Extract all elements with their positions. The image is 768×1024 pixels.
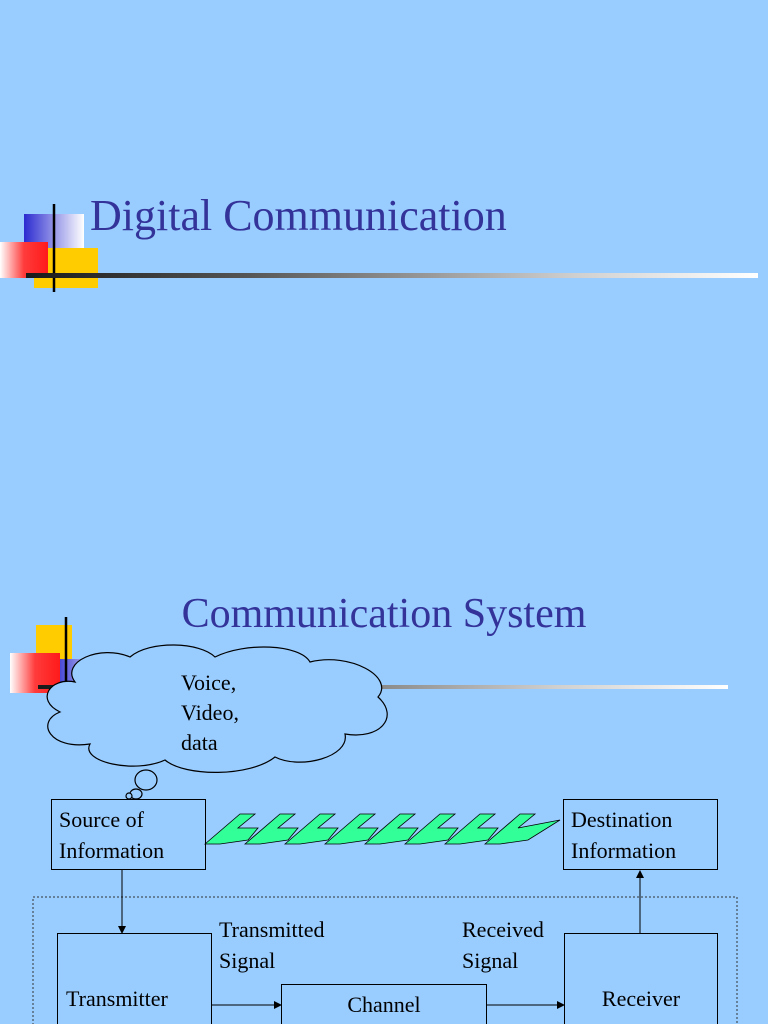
decorative-squares-icon (0, 204, 98, 292)
source-label-line1: Source of (59, 807, 144, 832)
destination-label-line2: Information (571, 838, 677, 863)
transmitter-box: Transmitter (57, 933, 212, 1024)
source-of-information-box: Source of Information (51, 799, 206, 870)
destination-information-box: Destination Information (563, 799, 718, 870)
transmitted-signal-label: Transmitted Signal (219, 914, 325, 976)
system-boundary (32, 896, 738, 1024)
thought-cloud (46, 644, 388, 773)
source-label-line2: Information (59, 838, 165, 863)
cloud-text: Voice, Video, data (181, 668, 239, 758)
slide-title: Communication System (181, 591, 587, 637)
cloud-line-data: data (181, 730, 218, 755)
diagram-connectors (32, 644, 738, 1024)
receiver-label: Receiver (601, 986, 681, 1011)
title-slide: Digital Communication (0, 191, 758, 292)
cloud-line-voice: Voice, (181, 670, 237, 695)
lightning-bolts (203, 813, 561, 845)
receiver-box: Receiver (564, 933, 718, 1024)
slide-title: Digital Communication (90, 191, 507, 240)
received-signal-label: Received Signal (462, 914, 544, 976)
transmitted-signal-line2: Signal (219, 948, 276, 973)
received-signal-line1: Received (462, 917, 544, 942)
cloud-bubble-large (134, 769, 158, 791)
transmitter-label: Transmitter (66, 986, 168, 1011)
received-signal-line2: Signal (462, 948, 519, 973)
destination-label-line1: Destination (571, 807, 673, 832)
channel-label: Channel (347, 992, 421, 1017)
title-underline (38, 685, 728, 689)
title-underline (26, 273, 758, 278)
cloud-line-video: Video, (181, 700, 239, 725)
transmitted-signal-line1: Transmitted (219, 917, 325, 942)
diagram-slide: Communication System (0, 512, 768, 1024)
channel-box: Channel (281, 984, 487, 1024)
